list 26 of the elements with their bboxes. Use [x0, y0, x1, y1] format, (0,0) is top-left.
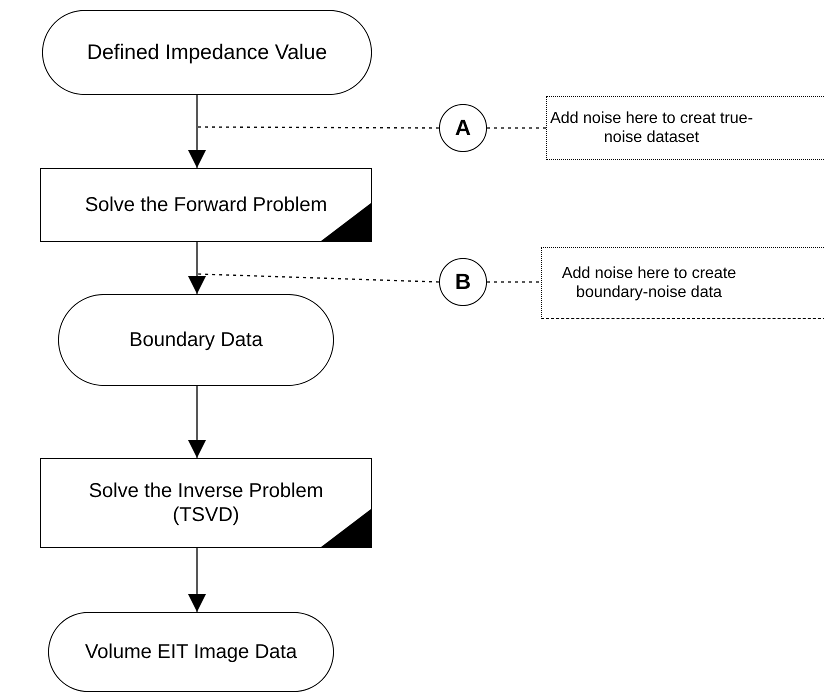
note-text: Add noise here to creat true-noise dataset [549, 108, 754, 148]
arrow [188, 242, 206, 294]
terminal-shape [58, 294, 334, 386]
terminal-shape [42, 10, 372, 95]
leader-line [487, 281, 541, 283]
arrow [188, 386, 206, 458]
node-label: Solve the Forward Problem [84, 193, 328, 217]
process-box [40, 458, 372, 548]
leader-line [487, 127, 546, 129]
callout-letter: A [455, 114, 471, 142]
terminal-shape [48, 612, 334, 692]
node-label: Volume EIT Image Data [85, 640, 297, 664]
arrow [188, 548, 206, 612]
note-box [541, 247, 824, 319]
leader-line [197, 126, 439, 129]
leader-line [196, 273, 440, 283]
node-label: Boundary Data [129, 328, 263, 352]
node-label: Defined Impedance Value [86, 40, 328, 66]
callout-letter: B [455, 268, 471, 296]
process-box [40, 168, 372, 242]
connector-circle [439, 104, 487, 152]
arrow [188, 95, 206, 168]
note-text: Add noise here to create boundary-noise data [560, 264, 738, 302]
note-box [546, 96, 824, 160]
connector-circle [439, 258, 487, 306]
node-label: Solve the Inverse Problem (TSVD) [88, 479, 324, 527]
